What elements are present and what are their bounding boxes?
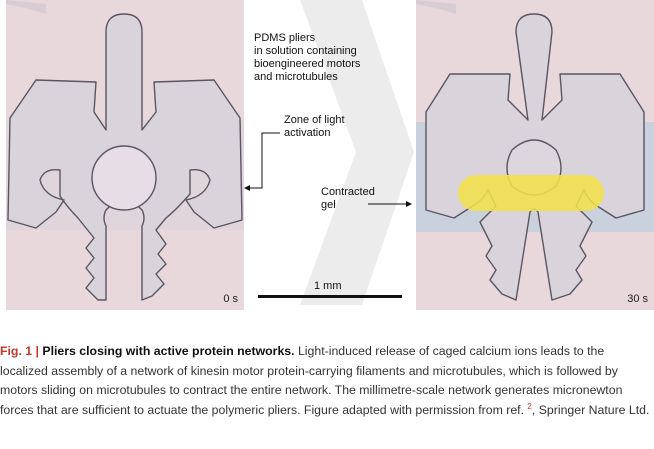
center-annotation-area: PDMS pliers in solution containing bioen… [244,0,416,310]
time-label-final: 30 s [627,293,648,305]
figure-caption: Fig. 1 | Pliers closing with active prot… [0,342,652,420]
panel-final: 30 s [416,0,654,310]
scale-label: 1 mm [314,280,342,292]
process-arrow [300,0,414,305]
scale-bar [258,295,402,298]
caption-body: Light-induced release of caged calcium i… [0,344,623,417]
time-label-initial: 0 s [223,293,238,305]
pliers-open-image [6,0,244,310]
pliers-closed-image [416,0,654,310]
caption-tail: , Springer Nature Ltd. [531,402,650,417]
figure: 0 s PDMS pliers in solution containing b… [6,0,654,310]
light-zone-annotation: Zone of light activation [284,114,345,139]
light-zone-pointer [244,132,280,191]
contracted-gel [458,175,604,211]
panel-initial: 0 s [6,0,244,310]
caption-reference[interactable]: 2 [527,401,532,411]
caption-label: Fig. 1 | [0,344,39,358]
caption-title: Pliers closing with active protein netwo… [42,344,295,358]
gel-annotation: Contracted gel [321,186,375,211]
pdms-annotation: PDMS pliers in solution containing bioen… [254,32,361,83]
gel-pointer [368,201,412,207]
